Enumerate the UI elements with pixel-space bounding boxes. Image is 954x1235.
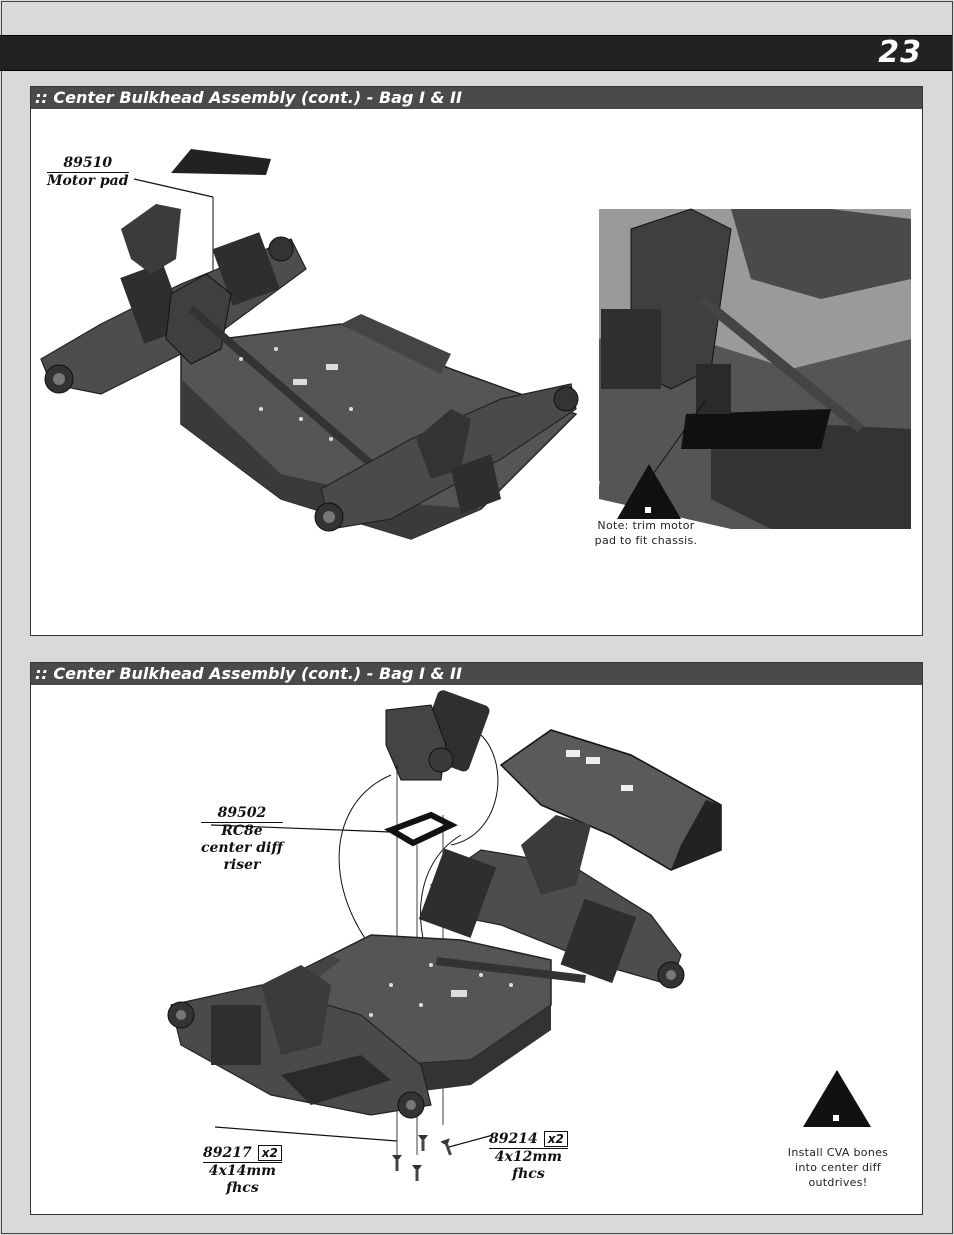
page-number: 23	[878, 35, 922, 70]
screws	[392, 1130, 452, 1181]
motor-pad-callout: 89510 Motor pad	[47, 155, 129, 190]
motor-pad-part-number: 89510	[47, 155, 129, 173]
riser-part	[384, 811, 458, 847]
motor-pad-part-name: Motor pad	[47, 173, 129, 189]
chassis-illustration-2	[167, 690, 871, 1181]
section-motor-pad: :: Center Bulkhead Assembly (cont.) - Ba…	[30, 86, 923, 636]
warning-triangle-icon	[774, 1070, 871, 1127]
riser-callout: 89502 RC8e center diff riser	[201, 805, 283, 873]
chassis-illustration	[40, 149, 911, 540]
screw-b-part-number: 89214	[489, 1131, 538, 1147]
inset-detail-view	[590, 208, 911, 529]
screw-a-part-number: 89217	[203, 1145, 252, 1161]
inset-motor-pad	[681, 409, 831, 449]
warning-triangle-icon	[590, 464, 681, 519]
section-center-diff-riser: :: Center Bulkhead Assembly (cont.) - Ba…	[30, 662, 923, 1215]
cva-bones-note: Install CVA bones into center diff outdr…	[787, 1146, 889, 1189]
header-bar: 23	[0, 35, 952, 71]
trim-pad-note: Note: trim motor pad to fit chassis.	[594, 519, 698, 547]
section-title: :: Center Bulkhead Assembly (cont.) - Ba…	[31, 87, 922, 109]
screw-a-quantity: x2	[257, 1145, 282, 1161]
motor-pad-part	[171, 149, 271, 175]
center-diff-motor-assembly	[385, 690, 490, 781]
riser-part-number: 89502	[201, 805, 283, 823]
section-title: :: Center Bulkhead Assembly (cont.) - Ba…	[31, 663, 922, 685]
screw-b-quantity: x2	[543, 1131, 568, 1147]
